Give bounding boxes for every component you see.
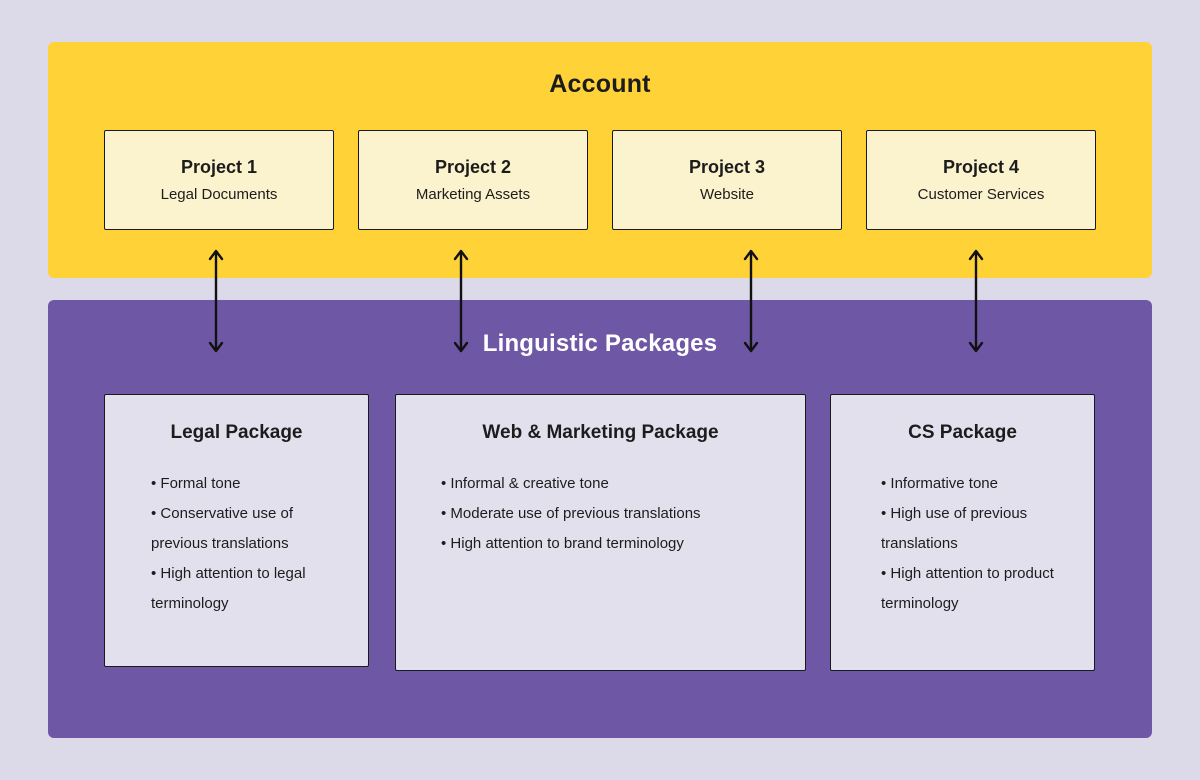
- bidirectional-arrow-1: [208, 249, 224, 353]
- bidirectional-arrow-3: [743, 249, 759, 353]
- project-title: Project 1: [180, 157, 258, 177]
- package-bullet: Informal & creative tone: [441, 469, 775, 499]
- project-box-2: Project 2 Marketing Assets: [358, 130, 588, 230]
- project-box-1: Project 1 Legal Documents: [104, 130, 334, 230]
- project-title: Project 3: [688, 157, 766, 177]
- account-title: Account: [549, 70, 651, 98]
- package-bullet: High attention to brand terminology: [441, 529, 775, 559]
- package-bullet-list: Informative tone High use of previous tr…: [831, 469, 1094, 619]
- package-title: Legal Package: [170, 422, 303, 443]
- packages-title: Linguistic Packages: [482, 330, 718, 357]
- project-title: Project 4: [942, 157, 1020, 177]
- package-bullet-list: Informal & creative tone Moderate use of…: [396, 469, 805, 559]
- project-subtitle: Marketing Assets: [415, 186, 531, 203]
- package-title: CS Package: [908, 422, 1017, 443]
- project-subtitle: Website: [700, 186, 754, 203]
- project-box-3: Project 3 Website: [612, 130, 842, 230]
- account-section: Account Project 1 Legal Documents Projec…: [48, 42, 1152, 278]
- package-bullet: Moderate use of previous translations: [441, 499, 775, 529]
- package-bullet: Formal tone: [151, 469, 336, 499]
- package-bullet: High attention to product terminology: [881, 559, 1066, 619]
- project-title: Project 2: [434, 157, 512, 177]
- bidirectional-arrow-4: [968, 249, 984, 353]
- package-bullet: High use of previous translations: [881, 499, 1066, 559]
- package-card-cs: CS Package Informative tone High use of …: [830, 394, 1095, 671]
- package-title: Web & Marketing Package: [482, 422, 719, 443]
- package-bullet: High attention to legal terminology: [151, 559, 336, 619]
- projects-row: Project 1 Legal Documents Project 2 Mark…: [48, 130, 1152, 230]
- linguistic-packages-section: Linguistic Packages Legal Package Formal…: [48, 300, 1152, 738]
- project-subtitle: Customer Services: [917, 186, 1045, 203]
- package-bullet: Conservative use of previous translation…: [151, 499, 336, 559]
- package-bullet: Informative tone: [881, 469, 1066, 499]
- package-bullet-list: Formal tone Conservative use of previous…: [105, 469, 368, 619]
- project-subtitle: Legal Documents: [160, 186, 278, 203]
- project-box-4: Project 4 Customer Services: [866, 130, 1096, 230]
- package-card-web-marketing: Web & Marketing Package Informal & creat…: [395, 394, 806, 671]
- bidirectional-arrow-2: [453, 249, 469, 353]
- package-card-legal: Legal Package Formal tone Conservative u…: [104, 394, 369, 667]
